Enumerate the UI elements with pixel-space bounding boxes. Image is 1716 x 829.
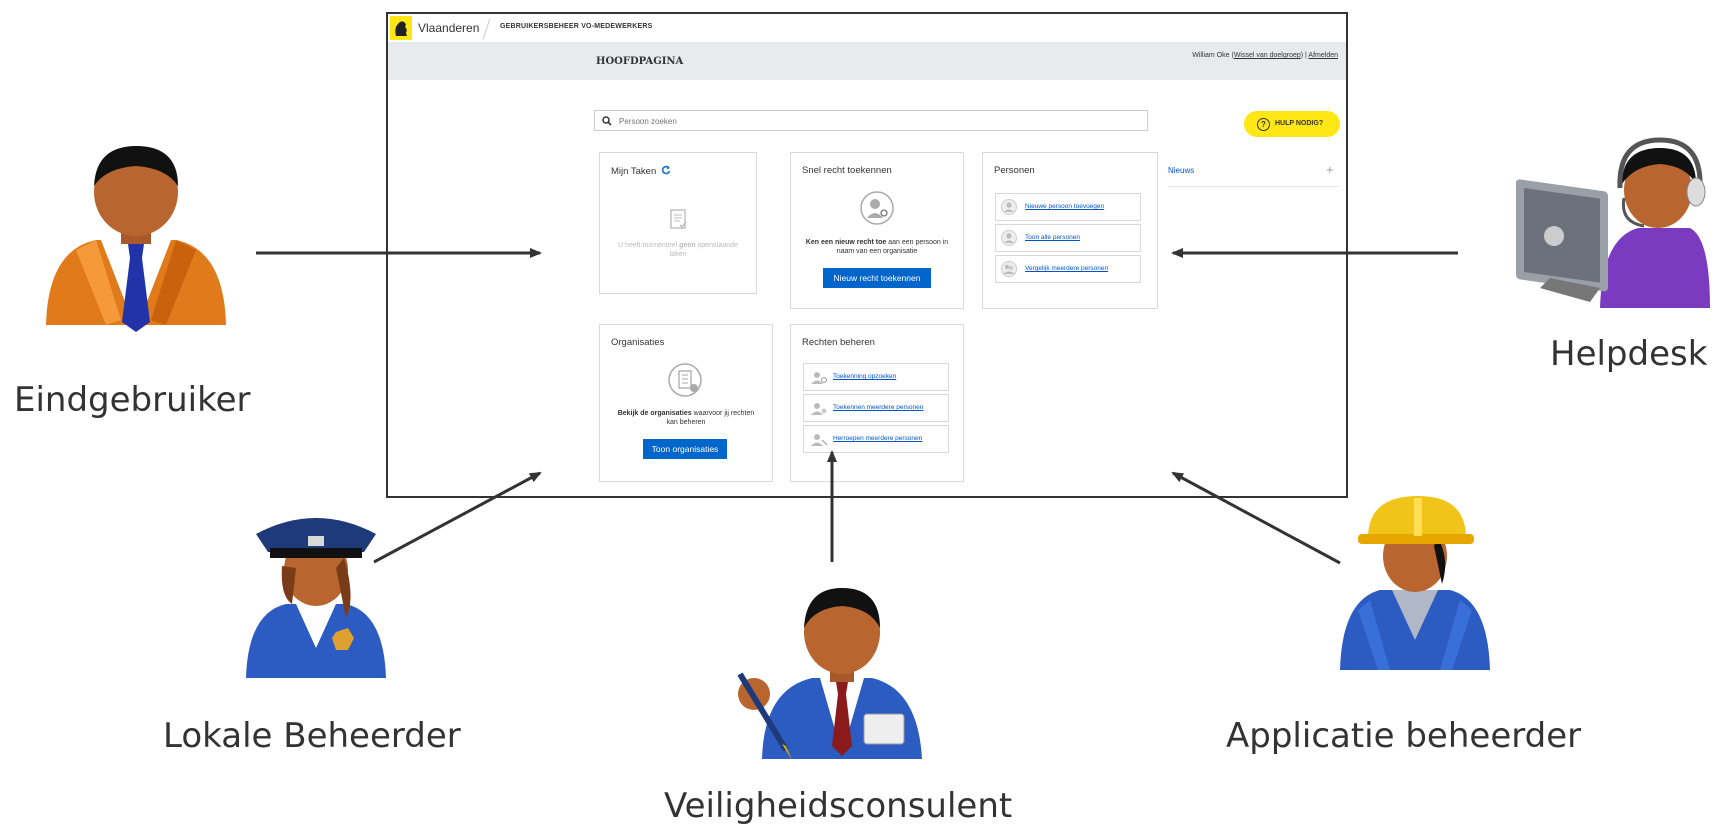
brand-name[interactable]: Vlaanderen (418, 21, 480, 35)
actor-label-end-user: Eindgebruiker (14, 380, 251, 420)
logout-link[interactable]: Afmelden (1308, 52, 1338, 59)
question-icon: ? (1257, 118, 1270, 131)
person-search-field[interactable] (594, 110, 1148, 131)
refresh-icon[interactable] (661, 165, 671, 175)
help-button[interactable]: ? HULP NODIG? (1244, 111, 1340, 137)
actor-label-app-admin: Applicatie beheerder (1226, 716, 1582, 756)
organisations-card: Organisaties Bekijk de organisaties waar… (599, 324, 773, 482)
new-right-button[interactable]: Nieuw recht toekennen (823, 268, 931, 288)
switch-group-link[interactable]: Wissel van doelgroep (1233, 52, 1301, 59)
page-title: HOOFDPAGINA (596, 56, 684, 67)
grant-multiple-link[interactable]: Toekennen meerdere personen (833, 404, 924, 411)
search-person-icon (811, 372, 827, 384)
news-label[interactable]: Nieuws (1168, 166, 1195, 175)
tasks-card: Mijn Taken U heeft momenteel geen openst… (599, 152, 757, 294)
person-link-row[interactable]: Vergelijk meerdere personen (995, 255, 1141, 283)
local-admin-figure (246, 518, 386, 678)
document-icon (670, 209, 687, 229)
portal-screenshot: Vlaanderen GEBRUIKERSBEHEER VO-MEDEWERKE… (386, 12, 1348, 498)
tasks-empty-message: U heeft momenteel geen openstaande taken (618, 242, 738, 258)
arrow-app-admin (1171, 471, 1341, 565)
person-key-icon (860, 191, 894, 225)
news-panel[interactable]: Nieuws + (1168, 154, 1338, 187)
top-bar: Vlaanderen GEBRUIKERSBEHEER VO-MEDEWERKE… (388, 14, 1346, 43)
organisations-title: Organisaties (611, 337, 665, 348)
search-icon (602, 116, 612, 126)
show-organisations-button[interactable]: Toon organisaties (643, 439, 727, 459)
end-user-figure (46, 146, 226, 332)
app-admin-figure (1340, 496, 1490, 670)
actor-label-local-admin: Lokale Beheerder (163, 716, 461, 756)
person-icon (1001, 199, 1017, 215)
search-input[interactable] (617, 113, 1141, 129)
user-info: William Oke (Wissel van doelgroep) | Afm… (1192, 52, 1338, 59)
flemish-lion-logo[interactable] (390, 16, 412, 40)
person-link-row[interactable]: Toon alle personen (995, 224, 1141, 252)
rights-link-row[interactable]: Herroepen meerdere personen (803, 425, 949, 453)
compare-persons-link[interactable]: Vergelijk meerdere personen (1025, 265, 1109, 272)
add-person-link[interactable]: Nieuwe persoon toevoegen (1025, 203, 1105, 210)
app-title: GEBRUIKERSBEHEER VO-MEDEWERKERS (500, 23, 653, 30)
lookup-grant-link[interactable]: Toekenning opzoeken (833, 373, 897, 380)
lion-icon (395, 21, 407, 36)
person-link-row[interactable]: Nieuwe persoon toevoegen (995, 193, 1141, 221)
rights-card: Rechten beheren Toekenning opzoeken Toek… (790, 324, 964, 482)
user-separator: | (1305, 52, 1307, 59)
person-icon (1001, 230, 1017, 246)
actor-label-security-consultant: Veiligheidsconsulent (664, 786, 1013, 826)
persons-card: Personen Nieuwe persoon toevoegen Toon a… (982, 152, 1158, 309)
rights-link-row[interactable]: Toekennen meerdere personen (803, 394, 949, 422)
expand-icon[interactable]: + (1325, 165, 1334, 176)
help-button-label: HULP NODIG? (1275, 120, 1324, 127)
arrow-local-admin (373, 471, 542, 564)
rights-link-row[interactable]: Toekenning opzoeken (803, 363, 949, 391)
grant-multiple-icon (811, 403, 827, 415)
quick-grant-description: Ken een nieuw recht toe aan een persoon … (805, 239, 949, 255)
quick-grant-title: Snel recht toekennen (802, 165, 892, 176)
compare-persons-icon (1001, 261, 1017, 277)
building-icon (668, 363, 702, 397)
actor-label-helpdesk: Helpdesk (1550, 334, 1708, 374)
quick-grant-card: Snel recht toekennen Ken een nieuw recht… (790, 152, 964, 309)
helpdesk-figure (1516, 137, 1710, 308)
organisations-description: Bekijk de organisaties waarvoor jij rech… (617, 410, 755, 426)
page-header-bar: HOOFDPAGINA William Oke (Wissel van doel… (388, 42, 1346, 80)
revoke-multiple-link[interactable]: Herroepen meerdere personen (833, 435, 923, 442)
rights-title: Rechten beheren (802, 337, 875, 348)
persons-title: Personen (994, 165, 1035, 176)
security-consultant-figure (737, 588, 922, 760)
tasks-title: Mijn Taken (611, 165, 671, 177)
user-name: William Oke (1192, 52, 1230, 59)
revoke-multiple-icon (811, 434, 828, 446)
show-all-persons-link[interactable]: Toon alle personen (1025, 234, 1080, 241)
